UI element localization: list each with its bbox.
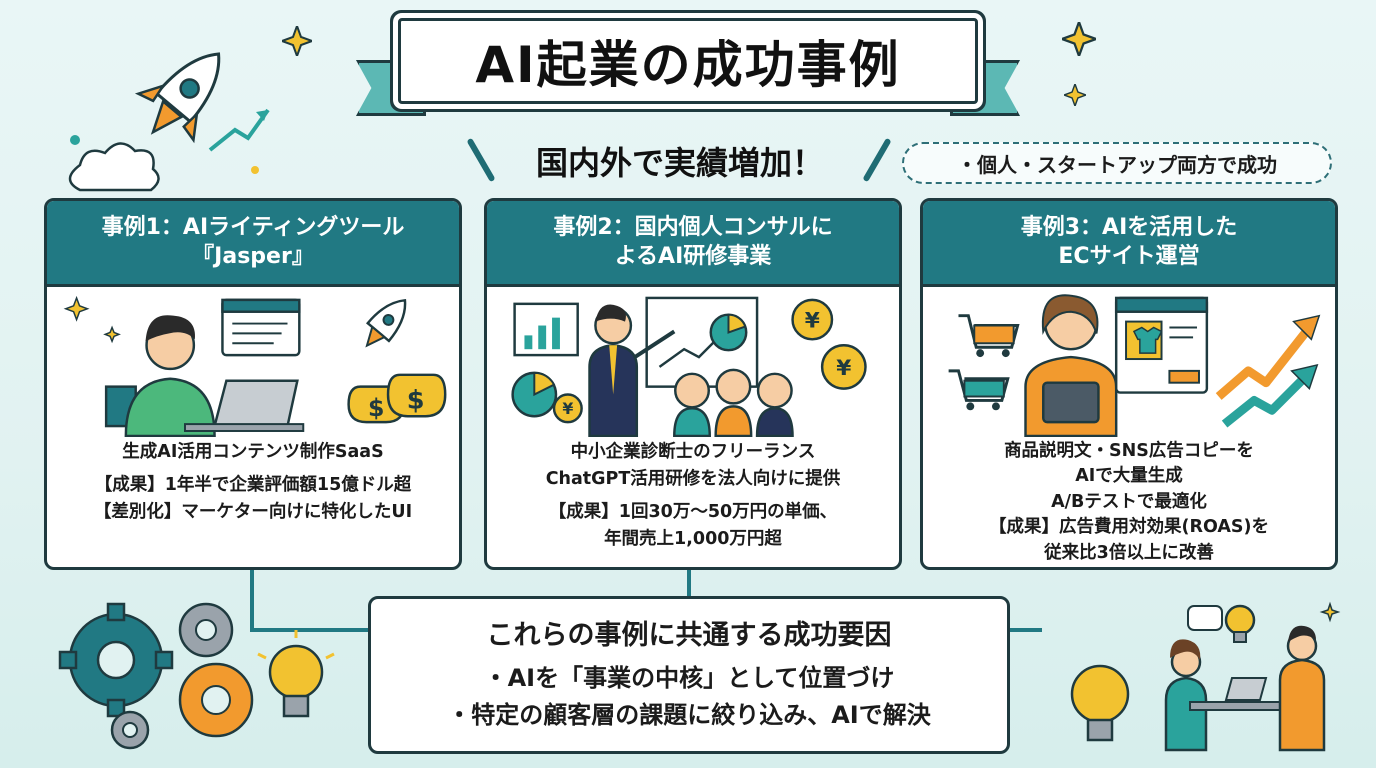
- svg-text:¥: ¥: [562, 399, 573, 418]
- case-title-line1: 事例1：AIライティングツール: [101, 214, 405, 240]
- meeting-illustration: [1070, 601, 1341, 752]
- case-line: A/Bテストで最適化: [1051, 491, 1207, 512]
- case-line: AIで大量生成: [1075, 466, 1183, 487]
- summary-box: これらの事例に共通する成功要因 ・AIを「事業の中核」として位置づけ ・特定の顧…: [368, 596, 1010, 754]
- case-card-body: 商品説明文・SNS広告コピーを AIで大量生成 A/Bテストで最適化 【成果】広…: [923, 439, 1335, 566]
- connector-line: [250, 628, 406, 632]
- sparkle-icon: [1064, 84, 1086, 106]
- case-card-body: 生成AI活用コンテンツ制作SaaS 【成果】1年半で企業評価額15億ドル超 【差…: [47, 439, 459, 526]
- case-title-line1: 事例3：AIを活用した: [1020, 214, 1238, 240]
- summary-point: ・特定の顧客層の課題に絞り込み、AIで解決: [447, 701, 931, 730]
- tagline-pill: ・個人・スタートアップ両方で成功: [902, 142, 1332, 184]
- case-title-line2: 『Jasper』: [192, 243, 314, 269]
- subtitle: 国内外で実績増加！: [535, 144, 824, 182]
- gears-illustration: [58, 602, 335, 750]
- title-banner: AI起業の成功事例: [398, 18, 978, 104]
- connector-line: [250, 570, 254, 632]
- laptop-worker-illustration: $ $: [63, 295, 447, 437]
- case-card-1: 事例1：AIライティングツール 『Jasper』 $ $ 生成AI活用コンテンツ…: [44, 198, 462, 570]
- case-line: 中小企業診断士のフリーランス: [570, 442, 816, 462]
- case-line: 年間売上1,000万円超: [604, 529, 782, 550]
- svg-text:$: $: [368, 394, 384, 422]
- case-card-2: 事例2：国内個人コンサルに よるAI研修事業 ¥ ¥ ¥ 中小企業診断士のフリー…: [484, 198, 902, 570]
- consultant-presentation-illustration: ¥ ¥ ¥: [511, 296, 867, 437]
- case-line: ChatGPT活用研修を法人向けに提供: [545, 469, 841, 490]
- case-card-body: 中小企業診断士のフリーランス ChatGPT活用研修を法人向けに提供 【成果】1…: [487, 439, 899, 554]
- case-line: 【成果】1年半で企業評価額15億ドル超: [94, 475, 412, 496]
- svg-text:$: $: [407, 385, 425, 415]
- ec-shop-owner-illustration: [948, 294, 1321, 437]
- case-line: 商品説明文・SNS広告コピーを: [1004, 441, 1254, 461]
- sparkle-icon: [1062, 22, 1096, 56]
- svg-text:¥: ¥: [805, 309, 820, 334]
- case-title-line2: ECサイト運営: [1058, 243, 1200, 269]
- case-line: 生成AI活用コンテンツ制作SaaS: [122, 442, 384, 462]
- sparkle-icon: [282, 26, 312, 56]
- case-card-header: 事例2：国内個人コンサルに よるAI研修事業: [487, 201, 899, 287]
- case-line: 従来比3倍以上に改善: [1044, 542, 1214, 563]
- page-title: AI起業の成功事例: [475, 36, 901, 94]
- case-title-line1: 事例2：国内個人コンサルに: [553, 214, 833, 240]
- case-card-header: 事例3：AIを活用した ECサイト運営: [923, 201, 1335, 287]
- case-card-3: 事例3：AIを活用した ECサイト運営 商品説明文・SNS広告コピーを AIで大…: [920, 198, 1338, 570]
- connector-line: [687, 570, 691, 598]
- case-line: 【成果】広告費用対効果(ROAS)を: [988, 517, 1270, 538]
- summary-point: ・AIを「事業の中核」として位置づけ: [483, 664, 895, 692]
- rocket-illustration: [68, 52, 270, 192]
- case-line: 【成果】1回30万〜50万円の単価、: [548, 502, 838, 523]
- case-card-header: 事例1：AIライティングツール 『Jasper』: [47, 201, 459, 287]
- summary-title: これらの事例に共通する成功要因: [486, 620, 892, 651]
- case-line: 【差別化】マーケター向けに特化したUI: [93, 502, 413, 523]
- svg-text:¥: ¥: [836, 356, 851, 381]
- case-title-line2: よるAI研修事業: [614, 243, 772, 269]
